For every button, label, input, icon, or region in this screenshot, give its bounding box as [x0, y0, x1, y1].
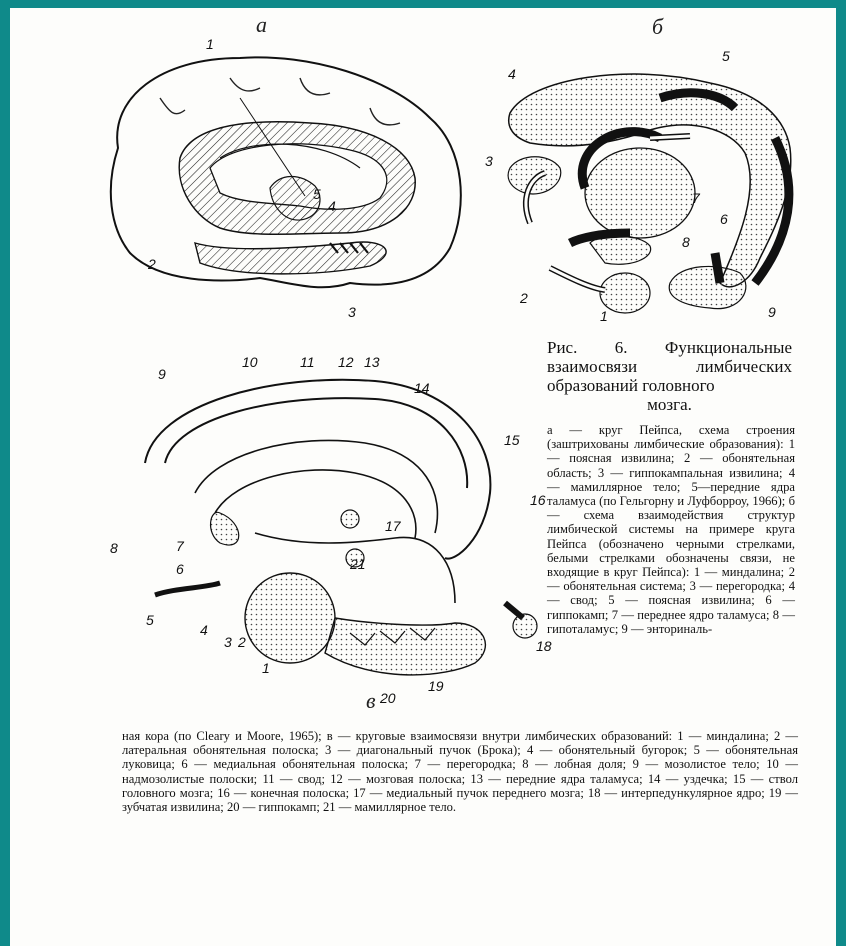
label-a-4: 4: [328, 198, 336, 214]
label-v-3: 3: [224, 634, 232, 650]
caption-title-end: мозга.: [547, 395, 792, 414]
label-b-6: 6: [720, 211, 728, 227]
figure-a-limbic-circuit: [100, 38, 480, 338]
label-v-1: 1: [262, 660, 270, 676]
label-v-7: 7: [176, 538, 184, 554]
label-v-14: 14: [414, 380, 430, 396]
label-v-13: 13: [364, 354, 380, 370]
label-v-10: 10: [242, 354, 258, 370]
label-v-12: 12: [338, 354, 354, 370]
label-b-4: 4: [508, 66, 516, 82]
label-v-21: 21: [350, 556, 366, 572]
caption-legend-bottom: ная кора (по Cleary и Moore, 1965); в — …: [122, 729, 798, 814]
label-v-9: 9: [158, 366, 166, 382]
label-b-1: 1: [600, 308, 608, 324]
label-v-17: 17: [385, 518, 401, 534]
label-b-9: 9: [768, 304, 776, 320]
label-v-20: 20: [380, 690, 396, 706]
label-v-11: 11: [300, 354, 315, 370]
label-b-8: 8: [682, 234, 690, 250]
figure-b-papez-scheme: [490, 38, 820, 318]
label-v-18: 18: [536, 638, 552, 654]
label-a-5: 5: [313, 186, 321, 202]
figure-caption-title: Рис. 6. Функциональные взаимосвязи лимби…: [547, 338, 792, 414]
panel-label-a: а: [256, 12, 267, 38]
label-v-15: 15: [504, 432, 520, 448]
label-a-2: 2: [148, 256, 156, 272]
figure-v-limbic-connections: [125, 363, 545, 693]
label-v-19: 19: [428, 678, 444, 694]
label-v-2: 2: [238, 634, 246, 650]
book-page: а б в 1 2 3 5 4: [10, 8, 836, 946]
label-a-1: 1: [206, 36, 214, 52]
panel-label-b: б: [652, 14, 663, 40]
label-v-16: 16: [530, 492, 546, 508]
label-v-5: 5: [146, 612, 154, 628]
label-b-2: 2: [520, 290, 528, 306]
caption-legend-right: а — круг Пейпса, схема строения (заштрих…: [547, 423, 795, 636]
label-b-5: 5: [722, 48, 730, 64]
label-b-7: 7: [692, 190, 700, 206]
label-a-3: 3: [348, 304, 356, 320]
caption-title-main: Рис. 6. Функциональные взаимосвязи лимби…: [547, 338, 792, 395]
label-b-3: 3: [485, 153, 493, 169]
label-v-4: 4: [200, 622, 208, 638]
label-v-8: 8: [110, 540, 118, 556]
label-v-6: 6: [176, 561, 184, 577]
